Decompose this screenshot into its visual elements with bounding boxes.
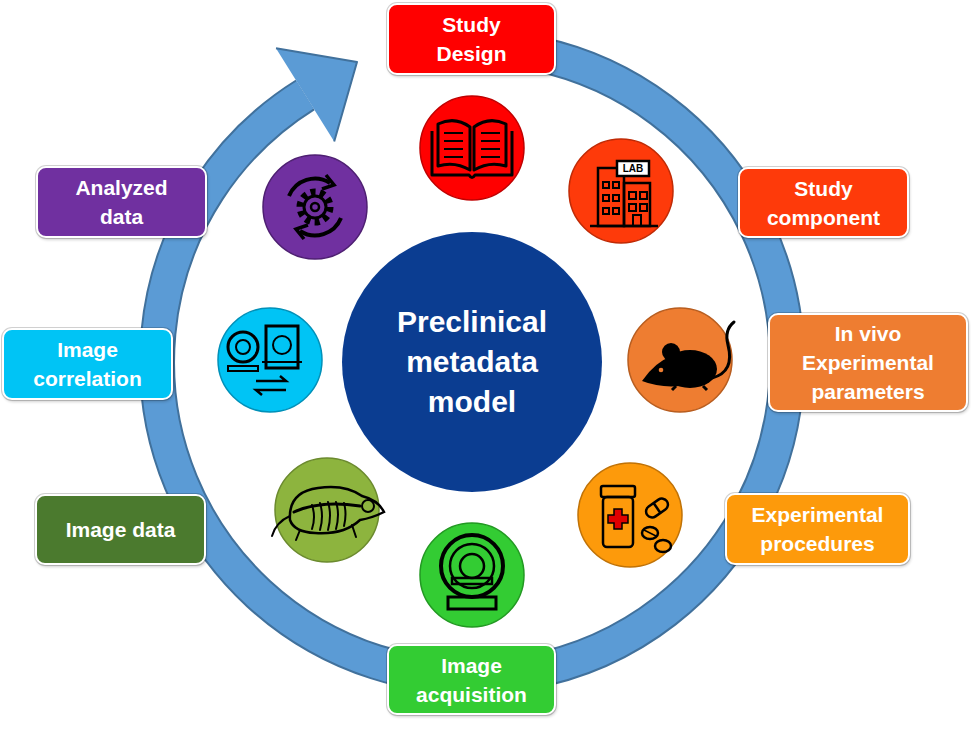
ribs xyxy=(312,502,346,530)
stage-box: In vivo Experimental parameters xyxy=(768,313,968,412)
stage-box: Image data xyxy=(35,494,206,565)
icon-circle xyxy=(218,308,322,412)
mouse-eye xyxy=(659,368,664,373)
ct-bore xyxy=(236,340,250,354)
book-icon xyxy=(432,121,512,178)
pill xyxy=(642,527,658,539)
text-group: Experimental procedures xyxy=(743,500,893,558)
stage-box: Study Design xyxy=(387,3,556,75)
cycle-ring-edge xyxy=(157,54,787,677)
stage-box: Study component xyxy=(738,167,909,238)
stage-label: Image correlation xyxy=(25,335,150,393)
limbs xyxy=(272,516,356,540)
spine xyxy=(294,504,360,512)
exchange-arrows xyxy=(256,376,286,395)
bottle xyxy=(603,497,633,547)
text-group: Image data xyxy=(46,515,196,544)
lab-building xyxy=(624,183,650,226)
scanner-bore xyxy=(460,554,484,578)
lab-windows xyxy=(603,182,619,214)
scanner-icon xyxy=(441,535,503,609)
bottle-cap xyxy=(601,486,635,497)
lab-door xyxy=(633,215,641,226)
gear-teeth xyxy=(300,192,330,222)
hub-circle: Preclinical metadata model xyxy=(341,231,603,493)
stage-label: Study component xyxy=(761,174,886,232)
stage-label: Study Design xyxy=(429,10,514,68)
lab-icon xyxy=(590,161,658,226)
mouse-ear xyxy=(662,343,680,361)
icon-circle xyxy=(628,308,732,412)
mouse-icon xyxy=(642,322,734,390)
stage-label: Analyzed data xyxy=(67,173,177,231)
stage-box: Image acquisition xyxy=(387,644,556,715)
stage-label: Experimental procedures xyxy=(743,500,893,558)
text-group: Study Design xyxy=(429,10,514,68)
book-page xyxy=(438,121,470,170)
correlation-icon xyxy=(228,326,302,395)
stage-label: Image acquisition xyxy=(409,651,534,709)
stage-label: In vivo Experimental parameters xyxy=(793,319,943,406)
icon-circle xyxy=(263,155,367,259)
mri-bed xyxy=(262,361,302,363)
capsule xyxy=(644,496,671,520)
icon-circle xyxy=(420,96,524,200)
text-group: Analyzed data xyxy=(67,173,177,231)
cycle-ring xyxy=(157,54,787,677)
skull-eye xyxy=(362,500,374,512)
bottle-cross xyxy=(608,509,628,529)
icon-circle xyxy=(569,139,673,243)
mri-bore xyxy=(273,336,291,354)
lab-ground xyxy=(590,225,658,228)
book-cover xyxy=(432,131,512,178)
text-group: Study component xyxy=(761,174,886,232)
text-group: Preclinical metadata model xyxy=(367,302,577,422)
book-lines xyxy=(444,133,500,157)
mouse-feet xyxy=(672,386,707,390)
mouse-outline xyxy=(290,487,384,533)
capsule-shell xyxy=(644,496,671,520)
pill-score xyxy=(644,530,656,536)
scanner-base xyxy=(448,597,496,609)
pill xyxy=(655,540,671,552)
gears-icon xyxy=(289,175,341,239)
mouse-head xyxy=(642,356,680,386)
gear-hole xyxy=(311,203,319,211)
gear-body xyxy=(304,196,326,218)
ct-gantry xyxy=(228,332,258,362)
lab-windows xyxy=(629,192,647,211)
capsule-seam xyxy=(654,503,661,513)
scanner-ring xyxy=(450,544,494,588)
cycle-arc-head xyxy=(296,225,308,239)
stage-label: Image data xyxy=(46,515,196,544)
sign-text: LAB xyxy=(617,161,649,176)
hub-disc xyxy=(342,232,602,492)
ct-base xyxy=(228,366,258,371)
stage-box: Image correlation xyxy=(2,328,173,400)
scanner-gantry xyxy=(441,535,503,597)
icon-circle xyxy=(420,523,524,627)
lab-sign xyxy=(617,161,649,176)
hub-title: Preclinical metadata model xyxy=(367,302,577,422)
stage-box: Analyzed data xyxy=(36,166,207,238)
book-page xyxy=(474,121,506,170)
stage-box: Experimental procedures xyxy=(725,493,910,565)
pills-icon xyxy=(601,486,671,552)
text-group: Image acquisition xyxy=(409,651,534,709)
cycle-arc-head xyxy=(322,175,334,189)
skeleton-icon xyxy=(272,487,384,540)
cycle-arrowhead xyxy=(276,48,357,141)
icon-circle xyxy=(578,463,682,567)
text-group: Image correlation xyxy=(25,335,150,393)
text-group: In vivo Experimental parameters xyxy=(793,319,943,406)
scanner-bed xyxy=(452,578,492,584)
